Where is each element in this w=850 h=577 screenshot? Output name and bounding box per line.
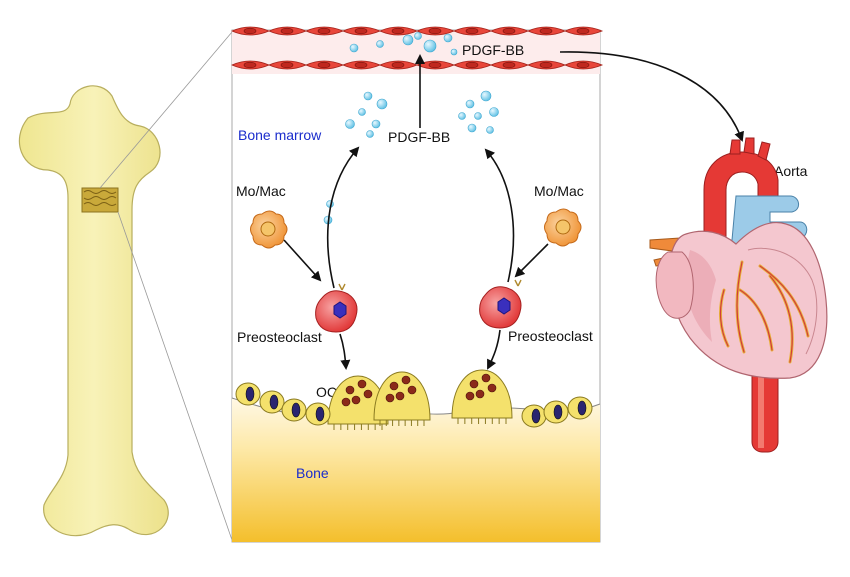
bone-region	[232, 398, 600, 542]
lining-cell	[543, 400, 569, 424]
osteoclast-nucleus	[363, 389, 373, 399]
aorta-label: Aorta	[774, 163, 808, 179]
lining-cell	[259, 390, 285, 414]
vessel-cell-bottom	[268, 60, 308, 70]
pdgf-bb-particles	[323, 32, 499, 225]
zoom-line-top	[99, 31, 233, 189]
arrow-vessel-to-aorta	[559, 51, 744, 142]
osteoclast-nucleus	[385, 393, 395, 403]
arrow-preo-right-to-oc	[487, 329, 501, 370]
osteoclast-nucleus	[401, 375, 411, 385]
pdgf-bb-dot	[345, 119, 355, 129]
pdgf-bb-dot	[474, 112, 482, 120]
preosteoclast-cell-left	[315, 283, 358, 333]
bone-lining-cells	[235, 382, 593, 428]
osteoclast-cell	[451, 369, 513, 424]
osteoclast-nucleus	[469, 379, 479, 389]
momac-label-right: Mo/Mac	[534, 183, 584, 199]
pdgf-bb-dot	[467, 123, 477, 133]
momac-label-left: Mo/Mac	[236, 183, 286, 199]
femur-bone	[18, 85, 169, 537]
vessel-cell-bottom	[379, 60, 419, 70]
osteoclast-nucleus	[395, 391, 405, 401]
arrow-preo-left-to-pdgf	[326, 146, 360, 289]
lining-cell	[281, 398, 307, 422]
pdgf-bb-dot	[486, 126, 494, 134]
bone-label: Bone	[296, 465, 329, 481]
pdgf-bb-dot	[358, 108, 366, 116]
pdgf-bb-dot	[465, 99, 475, 109]
osteoclast-nucleus	[351, 395, 361, 405]
pdgf-bb-dot	[363, 91, 373, 101]
vessel-cell-top	[564, 26, 604, 36]
osteoclast-nucleus	[465, 391, 475, 401]
osteoclast-cell	[373, 371, 431, 426]
osteoclast-nucleus	[345, 385, 355, 395]
vessel-cell-bottom	[564, 60, 604, 70]
pdgf-bb-dot	[414, 32, 422, 40]
momac-cell-right	[544, 208, 582, 247]
preosteoclast-label-left: Preosteoclast	[237, 329, 322, 345]
pdgf-bb-dot	[402, 34, 414, 46]
arrow-momac-to-preo-right	[514, 243, 549, 278]
pdgf-bb-dot	[489, 107, 499, 117]
arrow-preo-left-to-oc	[339, 333, 351, 370]
pdgf-bb-label-vessel: PDGF-BB	[462, 42, 524, 58]
osteoclast-cell	[327, 375, 389, 430]
pdgf-bb-dot	[450, 48, 458, 56]
pdgf-bb-dot	[423, 39, 437, 53]
lining-cell	[305, 402, 331, 426]
pdgf-bb-dot	[458, 112, 466, 120]
lining-cell	[567, 396, 593, 420]
osteoclast-nucleus	[475, 389, 485, 399]
arrows	[283, 51, 744, 370]
heart-illustration	[649, 137, 828, 453]
zoom-panel	[231, 29, 601, 543]
osteoclasts	[327, 369, 513, 430]
pdgf-bb-label-marrow: PDGF-BB	[388, 129, 450, 145]
pdgf-bb-dot	[376, 98, 388, 110]
osteoclast-nucleus	[487, 383, 497, 393]
arrow-preo-right-to-pdgf	[484, 148, 515, 283]
pdgf-bb-dot	[349, 43, 359, 53]
momac-cell-left	[250, 210, 288, 249]
vessel-cell-top	[305, 26, 345, 36]
vessel-cell-bottom	[342, 60, 382, 70]
lining-cell	[235, 382, 261, 406]
pdgf-bb-dot	[371, 119, 381, 129]
arrow-momac-to-preo-left	[283, 239, 322, 282]
osteoclast-nucleus	[481, 373, 491, 383]
bone-marrow-label: Bone marrow	[238, 127, 322, 143]
pdgf-bb-dot	[480, 90, 492, 102]
lining-cell	[521, 404, 547, 428]
pdgf-bb-dot	[376, 40, 384, 48]
oc-label: OC	[316, 384, 337, 400]
pdgf-bb-dot	[366, 130, 374, 138]
vessel-cell-top	[268, 26, 308, 36]
pdgf-bb-dot	[443, 33, 453, 43]
osteoclast-nucleus	[357, 379, 367, 389]
zoom-line-bottom	[117, 211, 233, 541]
osteoclast-nucleus	[407, 385, 417, 395]
vessel-cell-bottom	[453, 60, 493, 70]
osteoclast-nucleus	[389, 381, 399, 391]
preosteoclast-label-right: Preosteoclast	[508, 328, 593, 344]
vessel-cell-bottom	[305, 60, 345, 70]
preosteoclast-cell-right	[479, 279, 522, 329]
osteoclast-nucleus	[341, 397, 351, 407]
